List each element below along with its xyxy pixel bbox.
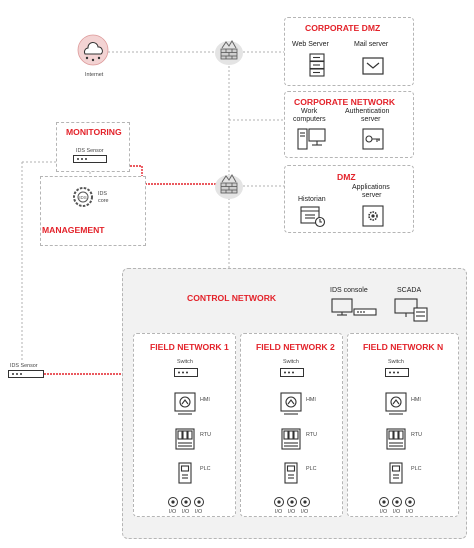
firewall-top-icon [215, 40, 243, 65]
ids-console-icon [331, 298, 377, 316]
corporate-dmz-title: CORPORATE DMZ [305, 23, 381, 33]
field1-switch-label: Switch [177, 359, 193, 365]
field2-rtu-label: RTU [306, 432, 317, 438]
management-title: MANAGEMENT [42, 225, 105, 235]
corporate-network-title: CORPORATE NETWORK [294, 97, 396, 107]
monitoring-zone [56, 122, 130, 172]
fieldn-io-label-1: I/O [380, 509, 388, 515]
fieldn-io-icons [379, 497, 415, 507]
field1-io-label-2: I/O [182, 509, 190, 515]
scada-icon [394, 298, 428, 322]
field-network-1-zone: FIELD NETWORK 1 [133, 333, 236, 517]
field2-hmi-label: HMI [306, 397, 316, 403]
field-network-n-title: FIELD NETWORK N [363, 342, 444, 352]
svg-text:IDS: IDS [79, 195, 87, 200]
fieldn-plc-icon [389, 462, 403, 484]
field2-switch-label: Switch [283, 359, 299, 365]
dmz-title: DMZ [337, 172, 356, 182]
firewall-bottom-icon [215, 174, 243, 199]
field-network-1-title: FIELD NETWORK 1 [150, 342, 229, 352]
ids-sensor-monitoring-icon [73, 155, 107, 163]
field2-rtu-icon [281, 428, 301, 450]
field1-hmi-icon [174, 392, 196, 415]
field2-io-icons [274, 497, 310, 507]
fieldn-rtu-icon [386, 428, 406, 450]
historian-icon [300, 206, 326, 228]
fieldn-plc-label: PLC [411, 466, 422, 472]
historian-label: Historian [298, 196, 326, 203]
corporate-dmz-zone: CORPORATE DMZ [284, 17, 414, 86]
field-network-2-title: FIELD NETWORK 2 [256, 342, 335, 352]
mail-server-label: Mail server [354, 41, 389, 48]
work-computers-icon [297, 128, 326, 150]
ids-core-label-1: IDS [98, 191, 107, 197]
field2-plc-icon [284, 462, 298, 484]
internet-cloud-icon [77, 34, 109, 66]
ids-sensor-left-icon [8, 370, 44, 378]
fieldn-switch-icon [385, 368, 409, 377]
field1-switch-icon [174, 368, 198, 377]
field2-io-label-1: I/O [275, 509, 283, 515]
ids-sensor-monitoring-label: IDS Sensor [76, 148, 104, 154]
work-computers-label-2: computers [293, 116, 326, 123]
ids-console-label: IDS console [330, 287, 368, 294]
field2-switch-icon [280, 368, 304, 377]
field1-plc-icon [178, 462, 192, 484]
field1-io-label-3: I/O [195, 509, 203, 515]
field1-io-icons [168, 497, 204, 507]
field2-io-label-3: I/O [301, 509, 309, 515]
field-network-2-zone: FIELD NETWORK 2 [240, 333, 343, 517]
control-network-title: CONTROL NETWORK [187, 293, 277, 303]
auth-server-label-2: server [361, 116, 381, 123]
fieldn-hmi-label: HMI [411, 397, 421, 403]
field2-hmi-icon [280, 392, 302, 415]
app-server-gear-icon [362, 205, 384, 227]
fieldn-io-label-3: I/O [406, 509, 414, 515]
monitoring-title: MONITORING [66, 127, 122, 137]
mail-server-icon [362, 57, 384, 75]
field-network-n-zone: FIELD NETWORK N [347, 333, 459, 517]
field2-plc-label: PLC [306, 466, 317, 472]
web-server-icon [309, 53, 325, 77]
fieldn-io-label-2: I/O [393, 509, 401, 515]
fieldn-switch-label: Switch [388, 359, 404, 365]
field1-io-label-1: I/O [169, 509, 177, 515]
field1-rtu-icon [175, 428, 195, 450]
ids-sensor-left-label: IDS Sensor [10, 363, 38, 369]
work-computers-label-1: Work [301, 108, 318, 115]
app-server-label-2: server [362, 192, 382, 199]
field2-io-label-2: I/O [288, 509, 296, 515]
auth-server-label-1: Authentication [345, 108, 390, 115]
auth-server-key-icon [362, 128, 384, 150]
field1-hmi-label: HMI [200, 397, 210, 403]
dmz-zone: DMZ [284, 165, 414, 233]
fieldn-hmi-icon [385, 392, 407, 415]
ids-core-gear-icon: IDS [73, 187, 93, 207]
corporate-network-zone: CORPORATE NETWORK [284, 91, 414, 158]
fieldn-rtu-label: RTU [411, 432, 422, 438]
app-server-label-1: Applications [352, 184, 390, 191]
web-server-label: Web Server [292, 41, 329, 48]
field1-rtu-label: RTU [200, 432, 211, 438]
field1-plc-label: PLC [200, 466, 211, 472]
scada-label: SCADA [397, 287, 422, 294]
internet-label: Internet [85, 72, 104, 78]
ids-core-label-2: core [98, 198, 109, 204]
